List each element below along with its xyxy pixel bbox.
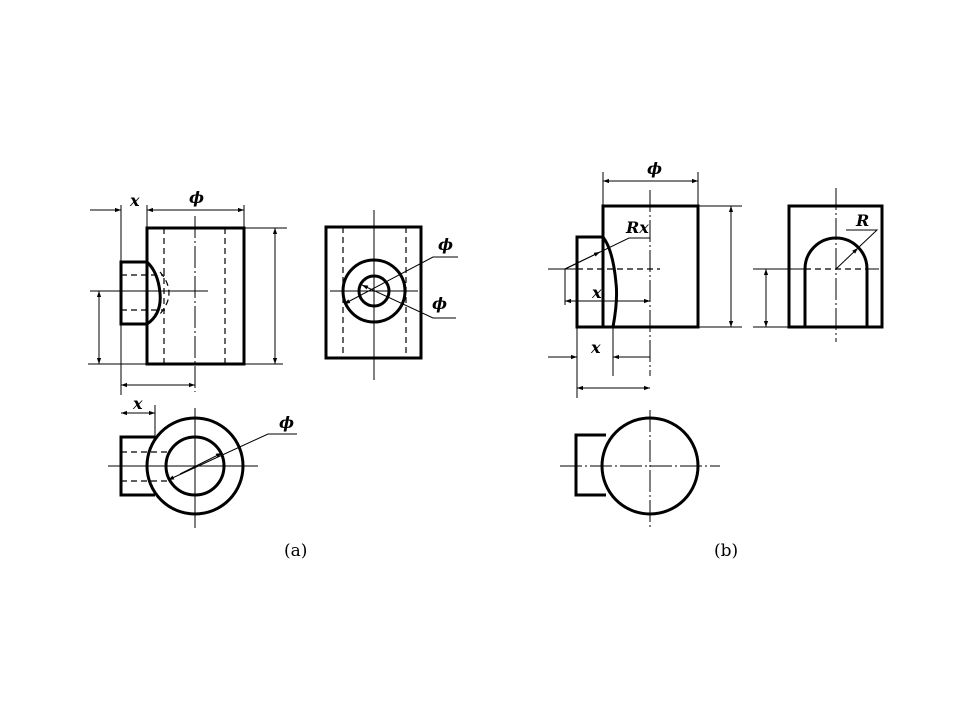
fig-a-top-view: x ϕ bbox=[108, 394, 297, 528]
fig-b-top-view bbox=[560, 410, 720, 528]
fig-a-side-view: ϕ ϕ bbox=[324, 210, 458, 380]
dim-label-radius: R bbox=[855, 211, 869, 230]
caption-b: (b) bbox=[714, 541, 738, 561]
dim-label-x-bottom: x bbox=[590, 338, 601, 357]
dim-label-x: x bbox=[129, 191, 140, 210]
dim-label-diameter: ϕ bbox=[647, 159, 662, 178]
dim-label-diameter: ϕ bbox=[189, 188, 204, 207]
dim-label-diameter: ϕ bbox=[279, 413, 294, 432]
dim-label-x: x bbox=[132, 394, 143, 413]
fig-b-front-view: ϕ Rx x x bbox=[548, 159, 742, 398]
caption-a: (a) bbox=[284, 541, 307, 561]
dim-label-inner-diameter: ϕ bbox=[432, 294, 447, 313]
dim-label-radius-x: Rx bbox=[625, 218, 649, 237]
fig-a-front-view: x ϕ bbox=[88, 188, 287, 395]
fig-b-side-view: R bbox=[753, 188, 884, 342]
dim-label-x-inner: x bbox=[591, 283, 602, 302]
dim-label-outer-diameter: ϕ bbox=[438, 235, 453, 254]
